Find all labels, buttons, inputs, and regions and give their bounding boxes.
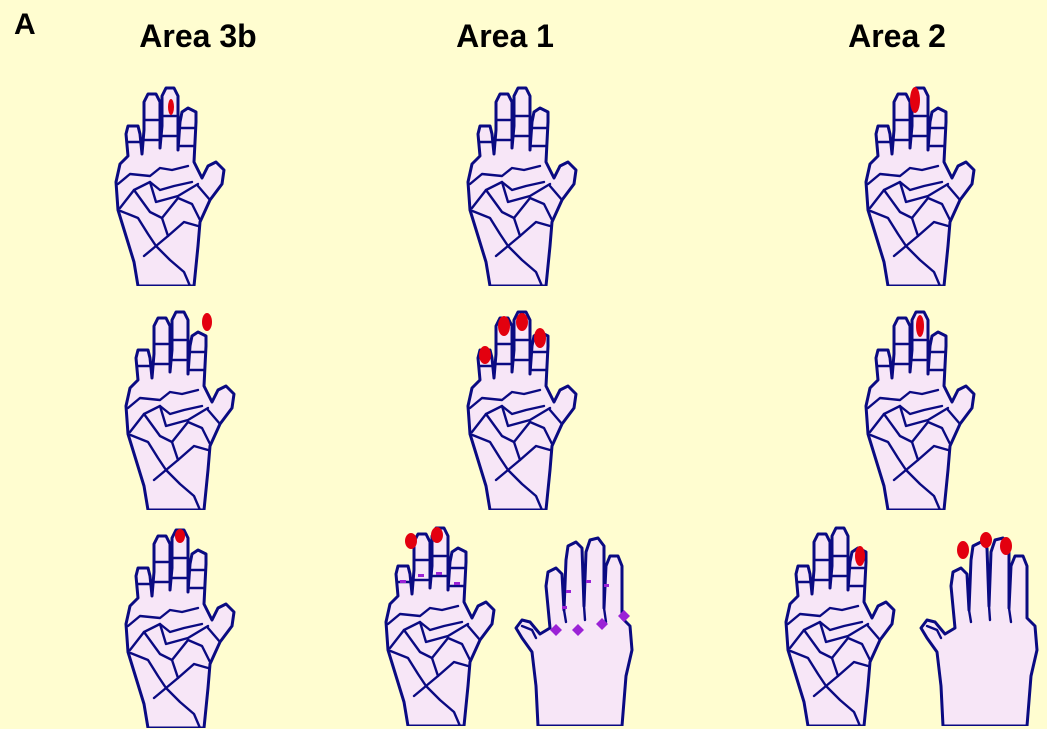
column-title-area-1: Area 1: [456, 20, 554, 52]
receptive-field-red: [168, 99, 174, 115]
receptive-field-red: [855, 546, 865, 566]
receptive-field-red: [202, 313, 212, 331]
column-title-area-2: Area 2: [848, 20, 946, 52]
receptive-field-red: [916, 315, 924, 337]
panel-label: A: [14, 10, 36, 40]
column-title-area-3b: Area 3b: [139, 20, 256, 52]
receptive-field-red: [910, 87, 920, 113]
receptive-field-red: [175, 529, 185, 543]
